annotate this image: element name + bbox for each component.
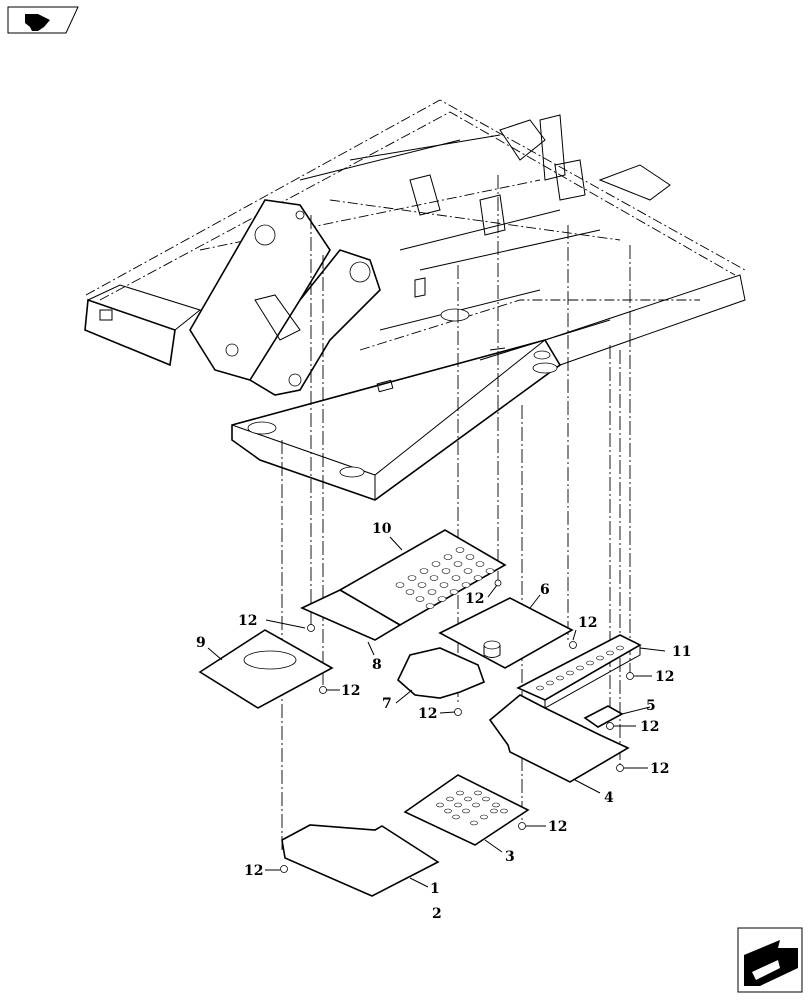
callout-1: 1 [430,881,440,897]
part-1-2-plate[interactable] [280,824,440,897]
callout-6: 6 [540,582,550,598]
part-3-perforated-plate[interactable] [403,774,530,846]
callout-12-b: 12 [341,683,360,699]
callout-12-a: 12 [238,613,257,629]
callout-12-j: 12 [244,863,263,879]
part-6-plate[interactable] [438,597,577,669]
callout-2: 2 [432,906,442,922]
callout-12-h: 12 [650,761,669,777]
callout-labels: 10 8 9 6 7 11 5 4 3 1 2 12 12 12 12 12 1… [196,521,691,922]
part-5-bracket[interactable] [583,705,624,730]
callout-12-f: 12 [655,669,674,685]
callout-3: 3 [505,849,515,865]
callout-11: 11 [672,644,691,660]
callout-12-e: 12 [578,615,597,631]
upper-frame [84,99,746,501]
callout-8: 8 [372,657,382,673]
leader-lines [207,536,666,888]
callout-12-g: 12 [640,719,659,735]
callout-9: 9 [196,635,206,651]
part-10-perforated-plate[interactable] [338,529,507,626]
callout-4: 4 [604,790,614,806]
callout-12-c: 12 [418,706,437,722]
part-11-perforated-channel[interactable] [516,634,642,709]
next-page-arrow-icon[interactable] [737,927,803,993]
part-9-plate[interactable] [198,629,334,709]
callout-12-i: 12 [548,819,567,835]
callout-5: 5 [646,698,656,714]
callout-7: 7 [382,696,392,712]
book-reference-icon[interactable] [7,6,79,34]
callout-10: 10 [372,521,392,537]
part-7-cover[interactable] [397,647,486,716]
callout-12-d: 12 [465,591,484,607]
part-4-plate[interactable] [488,694,630,783]
part-8-plate[interactable] [300,589,402,641]
